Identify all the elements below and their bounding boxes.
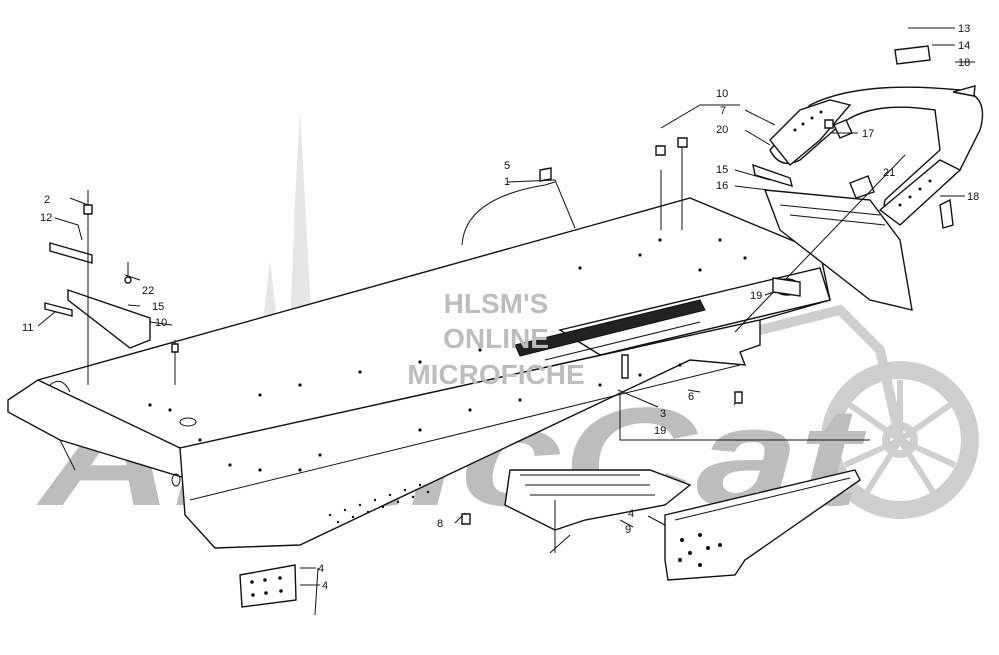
watermark-line-1: HLSM'S [444, 288, 549, 319]
footrest [504, 469, 692, 531]
callout-20: 20 [716, 124, 728, 136]
callout-13: 13 [958, 23, 970, 35]
callout-5: 5 [504, 160, 510, 172]
running-board [664, 469, 861, 581]
callout-11: 11 [22, 322, 33, 334]
callout-8: 8 [437, 518, 443, 530]
leader-lines [37, 27, 975, 586]
callout-21: 21 [883, 167, 895, 179]
fasteners [83, 119, 834, 525]
callout-3: 4 [318, 563, 324, 575]
callout-14: 14 [958, 40, 970, 52]
callout-2: 4 [628, 508, 634, 520]
callout-1: 1 [504, 176, 510, 188]
callout-19-mid: 19 [750, 290, 762, 302]
tunnel-assembly [7, 197, 831, 549]
callout-15: 15 [152, 301, 164, 313]
callout-19-top: 18 [958, 57, 970, 69]
watermark-line-3: MICROFICHE [407, 359, 584, 390]
callout-22: 22 [142, 285, 154, 297]
left-hardware [44, 190, 319, 616]
callout-18-top: 17 [862, 128, 874, 140]
callout-19-low: 19 [654, 425, 666, 437]
callout-6: 6 [688, 391, 694, 403]
callout-12: 12 [40, 212, 52, 224]
watermark-text: HLSM'S ONLINE MICROFICHE [407, 288, 584, 390]
mounting-plate [239, 564, 297, 608]
callout-4-bottom: 4 [322, 580, 328, 592]
callout-18-right: 18 [967, 191, 979, 203]
callout-labels: 5 1 10 7 20 15 16 17 21 18 13 14 18 19 2… [22, 23, 979, 592]
callout-10-left: 10 [155, 317, 167, 329]
callout-9: 9 [625, 524, 631, 536]
callout-4-top: 2 [44, 194, 50, 206]
callout-7: 7 [720, 105, 726, 117]
callout-17: 16 [716, 180, 728, 192]
watermark-line-2: ONLINE [443, 323, 549, 354]
callout-16: 15 [716, 164, 728, 176]
callout-4-mid: 3 [660, 408, 666, 420]
callout-10-right: 10 [716, 88, 728, 100]
